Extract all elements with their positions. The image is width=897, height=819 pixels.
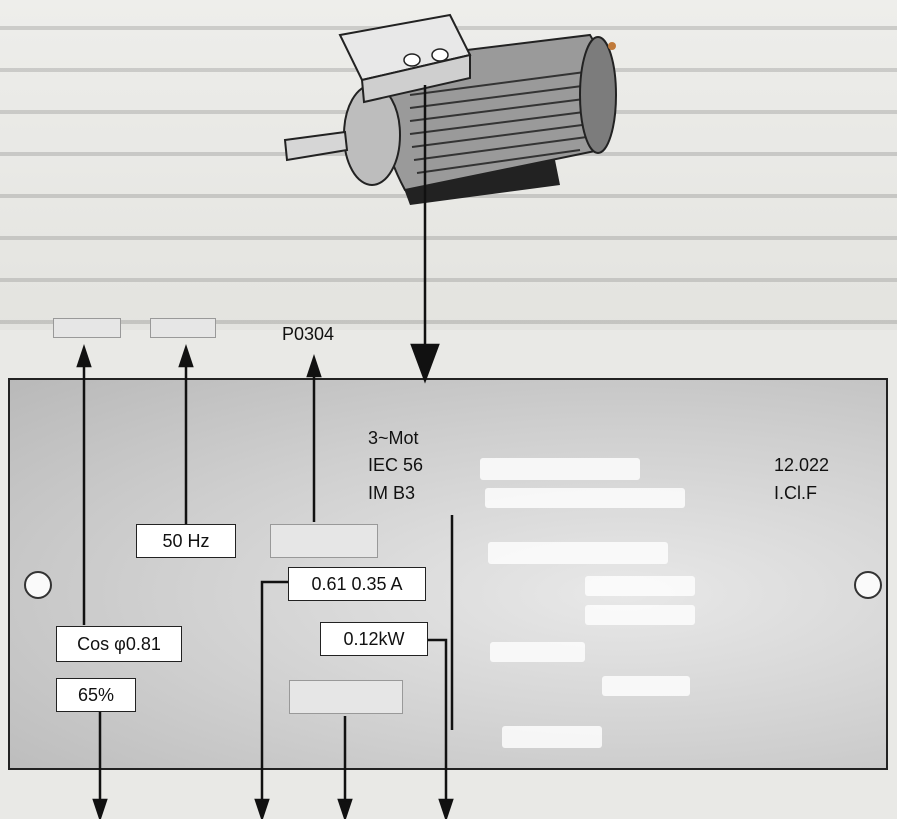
redacted-field [585, 605, 695, 625]
motor-nameplate [8, 378, 888, 770]
redacted-field [488, 542, 668, 564]
power-factor-box: Cos φ0.81 [56, 626, 182, 662]
current-box: 0.61 0.35 A [288, 567, 426, 601]
redacted-field [480, 458, 640, 480]
redacted-label [150, 318, 216, 338]
motor-type-label: 3~Mot [368, 428, 419, 448]
mounting-label: IM B3 [368, 483, 416, 503]
electric-motor-icon [283, 13, 617, 205]
mounting-hole-left [24, 571, 52, 599]
redacted-label [53, 318, 121, 338]
power-box: 0.12kW [320, 622, 428, 656]
efficiency-box: 65% [56, 678, 136, 712]
frequency-box: 50 Hz [136, 524, 236, 558]
redacted-field [485, 488, 685, 508]
redacted-field [585, 576, 695, 596]
plate-code-label: 12.022 [774, 455, 830, 475]
parameter-label-p0304: P0304 [282, 324, 335, 344]
annotation-arrows [76, 85, 454, 819]
iec-label: IEC 56 [368, 455, 424, 475]
speed-box-redacted [289, 680, 403, 714]
insulation-class-label: I.Cl.F [774, 483, 817, 503]
redacted-field [602, 676, 690, 696]
voltage-box-redacted [270, 524, 378, 558]
mounting-hole-right [854, 571, 882, 599]
redacted-field [502, 726, 602, 748]
redacted-field [490, 642, 585, 662]
